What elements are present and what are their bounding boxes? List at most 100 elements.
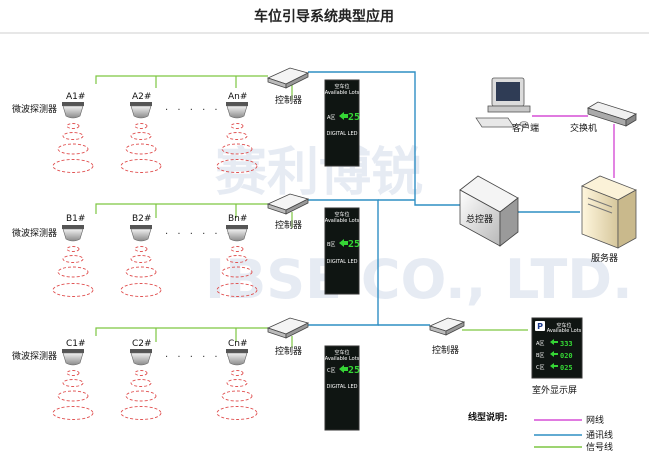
outdoor-row-a-area: A区 [536, 341, 544, 347]
microwave-detector-icon [130, 225, 152, 242]
probe-id-a2: A2# [132, 92, 151, 102]
sign-num-b: 25 [348, 239, 360, 250]
sign-title-b: 空车位 [334, 211, 349, 218]
sign-num-c: 25 [348, 365, 360, 376]
watermark-cn: 赛利博锐 [215, 143, 423, 203]
sign-title-a: 空车位 [334, 83, 349, 90]
legend-title: 线型说明: [468, 411, 508, 423]
client-pc-icon [475, 77, 531, 128]
probe-id-cn: Cn# [228, 339, 248, 349]
probe-label-a: 微波探测器 [12, 103, 57, 115]
signal-bus-c [95, 327, 268, 336]
probe-id-a1: A1# [66, 92, 85, 102]
controller-icon [266, 67, 310, 89]
signal-bus-b [95, 203, 268, 214]
comm-line-row-b [302, 199, 379, 326]
microwave-detector-icon [62, 225, 84, 242]
detection-field-a [52, 123, 258, 173]
probe-id-c2: C2# [132, 339, 152, 349]
outdoor-title: 空车位 [556, 322, 571, 329]
server-label: 服务器 [591, 252, 618, 264]
comm-lines [302, 71, 580, 326]
controller-label-c: 控制器 [275, 345, 302, 357]
outdoor-row-b-area: B区 [536, 353, 544, 359]
switch-label: 交换机 [570, 122, 597, 134]
controller-label-b: 控制器 [275, 219, 302, 231]
sign-sub-b: Available Lots [325, 218, 360, 224]
probe-ellipsis-b: · · · · · · [165, 229, 233, 240]
outdoor-controller-icon [428, 317, 466, 336]
master-controller-icon [459, 175, 519, 247]
header-band [0, 0, 649, 33]
probe-id-bn: Bn# [228, 214, 247, 224]
led-sign-c: 空车位 Available Lots C区 25 DIGITAL LED [324, 345, 360, 431]
sign-sub-c: Available Lots [325, 356, 360, 362]
probe-id-b2: B2# [132, 214, 151, 224]
controller-icon [266, 317, 310, 339]
sign-num-a: 25 [348, 112, 360, 123]
outdoor-row-c-area: C区 [536, 365, 545, 371]
outdoor-controller-label: 控制器 [432, 344, 459, 356]
network-switch-icon [587, 101, 637, 127]
microwave-detector-icon [226, 349, 248, 366]
probe-label-c: 微波探测器 [12, 350, 57, 362]
arrow-left-icon [339, 112, 348, 120]
arrow-left-icon [550, 351, 558, 357]
led-sign-b: 空车位 Available Lots B区 25 DIGITAL LED [324, 207, 360, 295]
detection-field-c [52, 370, 258, 420]
controller-icon [266, 193, 310, 215]
microwave-detector-icon [62, 349, 84, 366]
probe-id-b1: B1# [66, 214, 85, 224]
outdoor-row-b-num: 020 [560, 352, 573, 360]
watermark-en: IBSE CO., LTD. [205, 248, 633, 311]
sign-footer-a: DIGITAL LED [327, 131, 358, 137]
legend: 线型说明: 网线 通讯线 信号线 [468, 411, 613, 453]
probe-ellipsis-c: · · · · · · [165, 352, 233, 363]
row-b: 微波探测器 B1# B2# Bn# · · · · · · 控制器 [12, 193, 360, 297]
comm-line-row-a [308, 71, 460, 206]
signal-lines [95, 75, 528, 348]
arrow-left-icon [550, 339, 558, 345]
outdoor-display: P 空车位 Available Lots A区 333 B区 020 C区 02… [531, 317, 583, 379]
outdoor-display-label: 室外显示屏 [532, 384, 577, 396]
outdoor-sub: Available Lots [547, 328, 582, 334]
row-c: 微波探测器 C1# C2# Cn# · · · · · · 控制器 [12, 317, 360, 431]
arrow-left-icon [339, 365, 348, 373]
controller-label-a: 控制器 [275, 94, 302, 106]
led-sign-a: 空车位 Available Lots A区 25 DIGITAL LED [324, 79, 360, 167]
network-lines [532, 115, 615, 178]
legend-label-signal: 信号线 [586, 441, 613, 453]
outdoor-row-a-num: 333 [560, 340, 573, 348]
row-a: 微波探测器 A1# A2# An# · · · · · · 控制器 [12, 67, 360, 173]
microwave-detector-icon [226, 225, 248, 242]
outdoor-p: P [537, 322, 543, 331]
microwave-detector-icon [62, 102, 84, 119]
arrow-left-icon [339, 239, 348, 247]
sign-title-c: 空车位 [334, 349, 349, 356]
probe-id-an: An# [228, 92, 247, 102]
arrow-left-icon [550, 363, 558, 369]
sign-row-a: A区 [327, 115, 335, 121]
probe-id-c1: C1# [66, 339, 86, 349]
probe-label-b: 微波探测器 [12, 227, 57, 239]
sign-row-c: C区 [327, 368, 336, 374]
detection-field-b [52, 246, 258, 297]
server-icon [581, 175, 637, 249]
legend-label-network: 网线 [586, 414, 604, 426]
microwave-detector-icon [130, 349, 152, 366]
sign-sub-a: Available Lots [325, 90, 360, 96]
client-label: 客户端 [512, 122, 539, 134]
sign-footer-c: DIGITAL LED [327, 384, 358, 390]
sign-row-b: B区 [327, 242, 335, 248]
sign-footer-b: DIGITAL LED [327, 259, 358, 265]
master-label: 总控器 [466, 213, 493, 225]
legend-label-comm: 通讯线 [586, 429, 613, 441]
probe-ellipsis-a: · · · · · · [165, 105, 233, 116]
microwave-detector-icon [226, 102, 248, 119]
outdoor-row-c-num: 025 [560, 364, 573, 372]
microwave-detector-icon [130, 102, 152, 119]
parking-p-icon [535, 321, 545, 331]
signal-bus-a [95, 75, 268, 84]
